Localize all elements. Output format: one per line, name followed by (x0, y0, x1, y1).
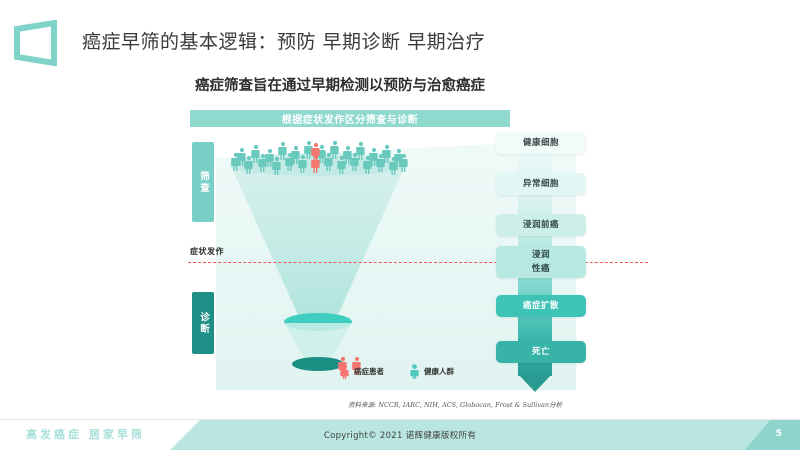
legend-label: 癌症患者 (354, 367, 384, 376)
footer-slogan: 高发癌症 居家早筛 (26, 428, 145, 441)
stage-chip-abnormal-cell: 异常细胞 (496, 173, 586, 195)
stage-label: 异常细胞 (522, 178, 559, 189)
page-title: 癌症早筛的基本逻辑：预防 早期诊断 早期治疗 (82, 31, 486, 53)
footer-copyright: Copyright© 2021 诺辉健康版权所有 (323, 431, 477, 441)
stage-label: 死亡 (531, 346, 550, 357)
sidebar-item-screening: 筛查 (192, 142, 214, 222)
stage-label: 健康细胞 (522, 137, 559, 148)
symptom-onset-divider (188, 262, 648, 263)
footer-page-number: 5 (775, 429, 782, 439)
stage-chip-preinvasive-cancer: 浸润前癌 (496, 214, 586, 236)
stage-chip-invasive-cancer: 浸润 性癌 (496, 246, 586, 278)
page-subtitle: 癌症筛查旨在通过早期检测以预防与治愈癌症 (195, 78, 485, 94)
stage-chip-cancer-spread: 癌症扩散 (496, 295, 586, 317)
footer-divider (0, 419, 800, 420)
sidebar-item-diagnosis: 诊断 (192, 292, 214, 354)
footer: 高发癌症 居家早筛 Copyright© 2021 诺辉健康版权所有 5 (0, 420, 800, 450)
diagram-stage: 筛查 诊断 症状发作 健康细胞 异常细胞 浸润前癌 浸润 性癌 癌症扩散 死亡 (0, 120, 800, 410)
stage-label: 癌症扩散 (522, 300, 559, 311)
screening-funnel-graphic (228, 142, 408, 372)
stage-label: 浸润前癌 (522, 219, 559, 230)
person-icon (340, 364, 349, 379)
stage-label-line1: 浸润 (531, 249, 550, 260)
section-banner: 根据症状发作区分筛查与诊断 (190, 110, 510, 127)
source-note: 资料来源: NCCR, IARC, NIH, ACS, Globocan, Fr… (348, 401, 563, 409)
person-icon (410, 364, 419, 379)
diagnosis-bar-label: 诊断 (198, 311, 209, 335)
legend-item-cancer-patient: 癌症患者 (340, 364, 384, 379)
legend: 癌症患者 健康人群 (340, 364, 454, 379)
footer-band (170, 420, 800, 450)
stage-chip-death: 死亡 (496, 341, 586, 363)
company-logo-icon (14, 20, 60, 66)
stage-label-line2: 性癌 (531, 263, 550, 274)
screening-bar-label: 筛查 (198, 170, 209, 194)
legend-item-healthy-population: 健康人群 (410, 364, 454, 379)
stage-chip-healthy-cell: 健康细胞 (496, 132, 586, 154)
symptom-onset-label: 症状发作 (190, 247, 224, 256)
legend-label: 健康人群 (424, 367, 454, 376)
population-crowd-icons (230, 132, 410, 176)
progression-arrow-icon (518, 374, 552, 392)
